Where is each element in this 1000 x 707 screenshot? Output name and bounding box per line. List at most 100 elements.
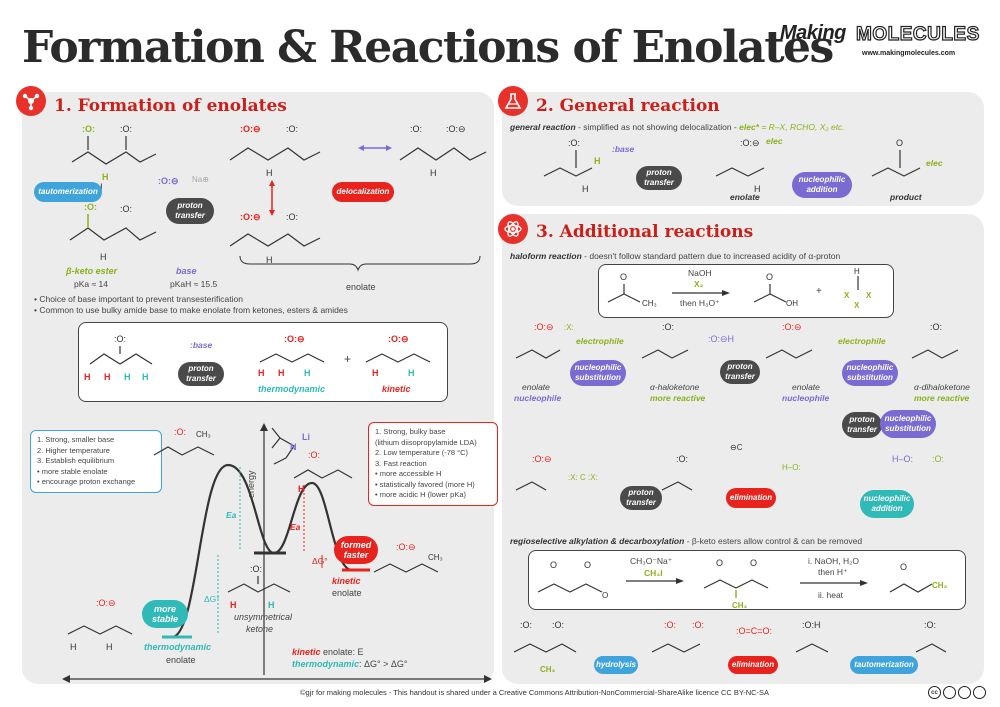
brand-molecules: MOLECULES [855, 23, 980, 45]
summary-thermo-rest: : ΔG° > ΔG° [359, 659, 408, 669]
footer-text: ©gjr for making molecules - This handout… [300, 688, 770, 697]
page-title: Formation & Reactions of Enolates [22, 22, 834, 73]
brand-logo: Making MOLECULES www.makingmolecules.com [780, 18, 980, 68]
svg-text:H: H [582, 184, 589, 194]
svg-text:H: H [304, 368, 311, 378]
regio-box [528, 550, 966, 610]
beta-keto-ester-label: β-keto ester [66, 266, 118, 276]
svg-text::O:: :O: [520, 620, 532, 630]
section2-panel [502, 92, 984, 206]
electrophile-label-1: electrophile [576, 336, 624, 346]
proton-transfer-pill-1: proton transfer [166, 198, 214, 224]
atom-icon [504, 221, 522, 237]
svg-text::O=C=O:: :O=C=O: [736, 626, 772, 636]
keto-ester-regio-structure: O O O [537, 560, 608, 600]
thermodynamic-enolate-structure: :O:⊖ H H H [258, 334, 325, 378]
svg-text:H: H [258, 368, 265, 378]
nucleophile-label-2: nucleophile [782, 393, 830, 403]
unsym-label-a: unsymmetrical [234, 612, 293, 622]
haloform-arrow [672, 290, 730, 296]
section2-subtitle-b: - simplified as not showing delocalizati… [575, 122, 740, 132]
proton-transfer-pill-s3-1: proton transfer [720, 360, 760, 384]
svg-text:H: H [124, 372, 131, 382]
svg-text:Na⊕: Na⊕ [192, 175, 209, 184]
svg-text::O:: :O: [692, 620, 704, 630]
svg-text::O:: :O: [120, 124, 132, 134]
svg-text:H: H [372, 368, 379, 378]
ketone-structure-box: :O: H H H H [84, 334, 153, 382]
methyl-ketone-structure: O CH₃ [607, 272, 657, 308]
proton-transfer-pill-2: proton transfer [178, 362, 224, 386]
enolate-resonance-structures: :O:⊖ :O: H :O: :O:⊖ H :O:⊖ :O: H [229, 124, 487, 272]
svg-text:X: X [866, 291, 872, 300]
svg-text::O:: :O: [286, 212, 298, 222]
svg-text:H: H [854, 267, 860, 276]
then-label: then H₃O⁺ [680, 298, 720, 308]
energy-axis-label: energy [246, 470, 256, 498]
svg-text:CH₃: CH₃ [732, 601, 748, 610]
section2-title: 2. General reaction [536, 96, 720, 116]
section2-subtitle-a: general reaction [510, 122, 576, 132]
nuc-sub-pill-1: nucleophilic substitution [570, 360, 626, 386]
thermodynamic-label-box: thermodynamic [258, 384, 326, 394]
haloform-box [598, 264, 894, 318]
section2-subtitle-c: elec* [739, 122, 759, 132]
thermo-enolate-label-a: thermodynamic [144, 642, 212, 652]
summary-kinetic: kinetic enolate: E [292, 647, 364, 657]
product-label-s2: product [890, 192, 922, 202]
svg-text::O:: :O: [662, 322, 674, 332]
regio-subtitle-b: - β-keto esters allow control & can be r… [684, 536, 863, 546]
svg-text::O:⊖: :O:⊖ [240, 212, 261, 222]
unsym-label-b: ketone [246, 624, 274, 634]
section2-subtitle: general reaction - simplified as not sho… [510, 122, 845, 132]
svg-text:H: H [298, 484, 305, 494]
svg-text:O: O [584, 560, 591, 570]
regio-reagent-4: then H⁺ [818, 567, 848, 577]
svg-text::O:: :O: [924, 620, 936, 630]
flask-icon [504, 93, 522, 109]
note-right-line-7: • more acidic H (lower pKa) [375, 490, 466, 499]
electrophile-label-2: electrophile [838, 336, 886, 346]
svg-text::O:⊖: :O:⊖ [158, 176, 179, 186]
svg-text::O:: :O: [120, 204, 132, 214]
svg-text:H: H [266, 168, 273, 178]
nuc-sub-pill-3: nucleophilic substitution [880, 410, 936, 438]
general-enolate-structure: :O:⊖ H [715, 138, 765, 194]
lda-structure: N [271, 427, 297, 465]
regio-reagent-5: ii. heat [818, 590, 844, 600]
regio-arrow-2 [800, 580, 868, 586]
tautomerization-pill-s3: tautomerization [850, 656, 918, 674]
svg-text:H: H [408, 368, 415, 378]
regio-reagent-1: CH₃O⁻Na⁺ [630, 556, 673, 566]
note-left-line-1: 1. Strong, smaller base [37, 435, 115, 444]
enolate-label-1: enolate [346, 282, 376, 292]
thermodynamic-conditions-note: 1. Strong, smaller base 2. Higher temper… [30, 430, 162, 493]
x2-label: X₂ [694, 279, 704, 289]
svg-text::O:: :O: [568, 138, 580, 148]
elec-product-label: elec [926, 158, 943, 168]
svg-text:H: H [104, 372, 111, 382]
svg-text:H: H [142, 372, 149, 382]
enolate-label-s2: enolate [730, 192, 760, 202]
svg-text:H: H [430, 168, 437, 178]
ea-kinetic-label: Ea [290, 522, 301, 532]
decarboxylation-structures: :O: :O: CH₃ :O: :O: :O=C=O: :O:H :O: [513, 620, 947, 674]
pka-keto-label: pKa ≈ 14 [74, 279, 108, 289]
haloform-subtitle: haloform reaction - doesn't follow stand… [510, 251, 840, 261]
svg-text:H: H [266, 255, 273, 265]
alkylated-keto-ester-structure: O O CH₃ [703, 558, 769, 610]
svg-text:CH₃: CH₃ [642, 299, 657, 308]
svg-text:N: N [290, 442, 297, 452]
section2-subtitle-d: = R–X, RCHO, X₂ etc. [759, 122, 845, 132]
svg-text::O:⊖: :O:⊖ [96, 598, 116, 608]
more-reactive-label-1: more reactive [650, 393, 706, 403]
svg-text:X: X [844, 291, 850, 300]
svg-text::O:⊖: :O:⊖ [446, 124, 466, 134]
svg-text:H: H [594, 156, 601, 166]
svg-text::O:: :O: [114, 334, 126, 344]
svg-text:CH₃: CH₃ [540, 665, 556, 674]
svg-text::O:: :O: [930, 322, 942, 332]
svg-text::O:⊖: :O:⊖ [284, 334, 305, 344]
nuc-add-pill: nucleophilic addition [860, 490, 914, 518]
thermo-ts-structure: :O: CH₃ [153, 427, 215, 456]
